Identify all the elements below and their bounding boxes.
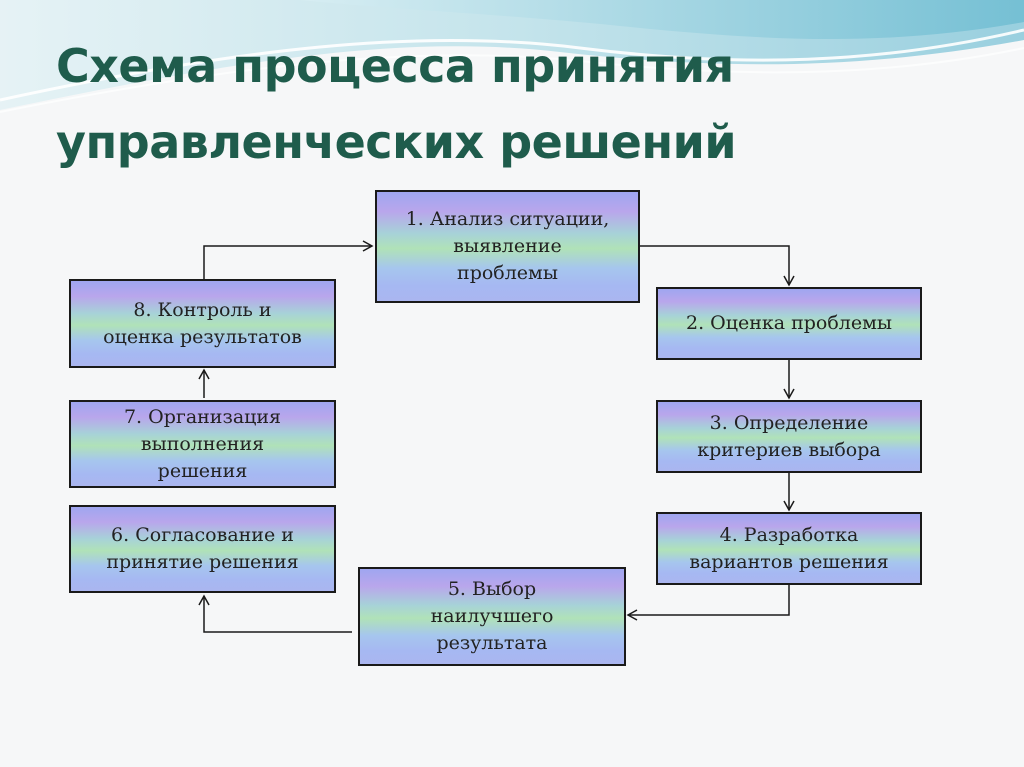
connector-step1-to-step2 [640, 245, 795, 287]
step-7-box: 7. Организация выполнения решения [69, 400, 336, 488]
slide-title-line1: Схема процесса принятия [56, 39, 734, 93]
connector-step8-to-step1 [203, 240, 374, 279]
slide-title-line2: управленческих решений [56, 115, 737, 169]
step-4-box: 4. Разработка вариантов решения [656, 512, 922, 585]
step-5-box: 5. Выбор наилучшего результата [358, 567, 626, 666]
slide-title: Схема процесса принятия управленческих р… [56, 28, 976, 180]
step-3-box: 3. Определение критериев выбора [656, 400, 922, 473]
step-2-box: 2. Оценка проблемы [656, 287, 922, 360]
connector-step4-to-step5 [626, 585, 790, 621]
step-6-box: 6. Согласование и принятие решения [69, 505, 336, 593]
step-1-box: 1. Анализ ситуации, выявление проблемы [375, 190, 640, 303]
step-8-box: 8. Контроль и оценка результатов [69, 279, 336, 368]
connector-step5-to-step6 [198, 594, 352, 633]
